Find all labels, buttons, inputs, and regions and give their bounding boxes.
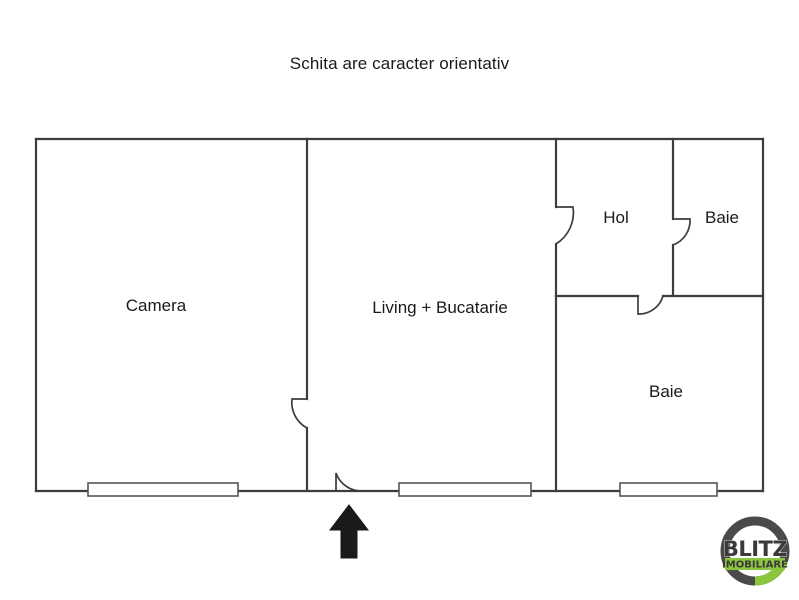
main-entrance-arrow bbox=[328, 504, 370, 559]
logo-sub-banner bbox=[725, 558, 785, 570]
windows bbox=[87, 482, 718, 497]
room-label-living-bucatarie: Living + Bucatarie bbox=[372, 298, 508, 317]
arrow-up-icon bbox=[328, 504, 370, 559]
door-entrance-arc bbox=[335, 472, 364, 492]
room-label-baie-jos: Baie bbox=[648, 382, 684, 401]
page-title: Schita are caracter orientativ bbox=[289, 54, 510, 73]
room-label-camera: Camera bbox=[125, 296, 187, 315]
logo-main-text: BLITZ bbox=[723, 537, 788, 561]
door-camera-living-arc bbox=[290, 398, 308, 429]
window-baie bbox=[619, 482, 718, 497]
door-baie-sus-arc bbox=[672, 218, 691, 246]
logo-sub-text: IMOBILIARE bbox=[722, 560, 788, 571]
interior-walls bbox=[305, 137, 765, 493]
logo-graphic: BLITZ IMOBILIARE bbox=[720, 516, 790, 586]
blitz-imobiliare-logo[interactable]: BLITZ IMOBILIARE bbox=[716, 512, 794, 590]
window-camera bbox=[87, 482, 239, 497]
room-label-baie-sus: Baie bbox=[704, 208, 740, 227]
door-swings bbox=[290, 206, 691, 492]
door-baie-jos-arc bbox=[637, 295, 664, 315]
door-hol-left-arc bbox=[555, 206, 575, 245]
window-living bbox=[398, 482, 532, 497]
room-label-hol: Hol bbox=[603, 208, 629, 227]
